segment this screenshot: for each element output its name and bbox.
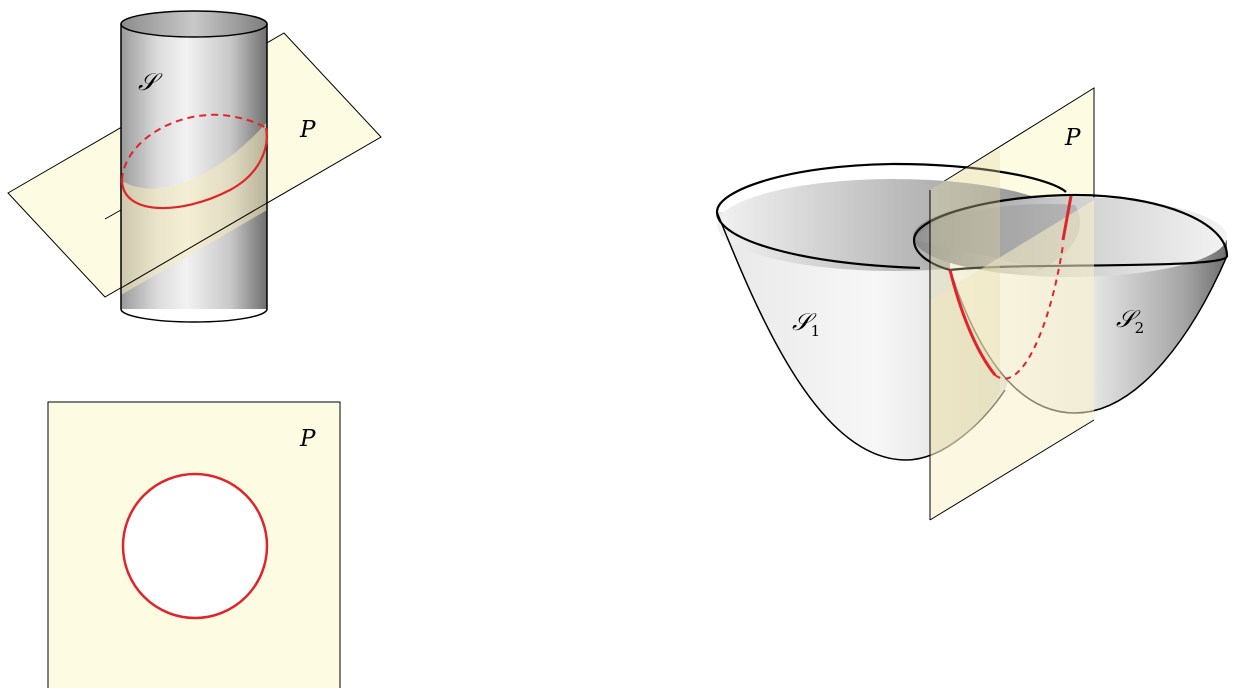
cylinder-top (120, 10, 268, 38)
cross-section-circle (121, 472, 269, 620)
cross-section-plane-label: P (299, 426, 316, 452)
plane-front-overlay (121, 122, 267, 295)
cylinder-figure: 𝒮 P (7, 10, 382, 323)
paraboloid-plane-front (930, 200, 1094, 520)
intersection-curve-visible (120, 127, 268, 210)
cross-section-figure: P (47, 401, 341, 688)
paraboloid-2-rim (912, 193, 1229, 272)
cylinder-plane-label: P (299, 117, 316, 143)
intersection-curve-hidden (121, 113, 267, 181)
paraboloids-figure: 𝒮1 𝒮2 P (715, 87, 1229, 521)
paraboloid-intersection-hidden (994, 244, 1064, 380)
cylinder-bottom-edge (120, 308, 268, 323)
paraboloid-plane-label: P (1064, 125, 1081, 151)
paraboloid-intersection-visible-lower (948, 269, 997, 376)
plane-over-paraboloid-1 (930, 148, 1000, 455)
paraboloid-intersection-visible-upper (1061, 195, 1073, 241)
paraboloid-1-rim (715, 162, 1067, 270)
